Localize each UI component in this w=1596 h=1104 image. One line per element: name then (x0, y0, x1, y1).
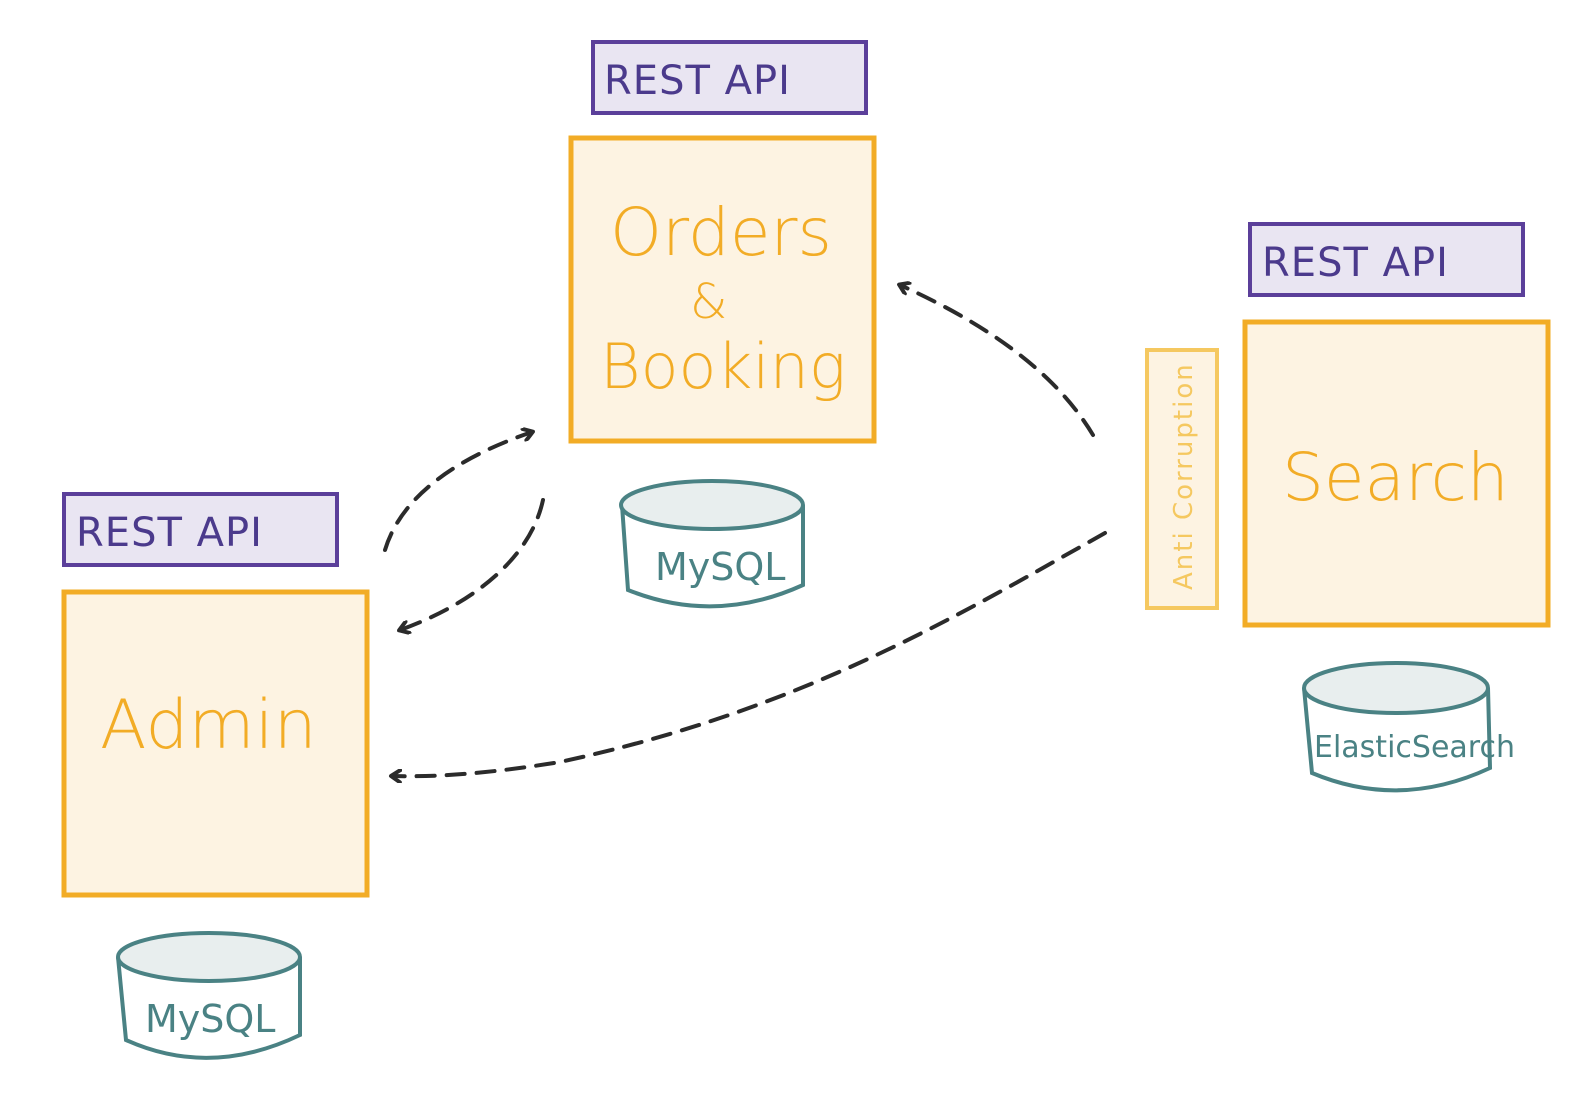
arrow-admin-to-orders (383, 432, 532, 552)
admin-mysql-label: MySQL (145, 997, 275, 1041)
orders-rest-api-box (591, 40, 868, 115)
arrows (383, 285, 1107, 776)
admin-box[interactable] (61, 589, 370, 898)
anti-corruption-layer[interactable] (1145, 348, 1219, 610)
search-box[interactable] (1242, 319, 1551, 628)
orders-label-line2: & (690, 274, 727, 330)
arrow-search-to-admin (392, 531, 1107, 776)
anti-corruption-label: Anti Corruption (1169, 362, 1199, 590)
orders-booking-box[interactable] (568, 135, 877, 444)
arrow-search-to-orders (900, 285, 1095, 437)
search-rest-api-label: REST API (1262, 240, 1449, 286)
orders-label-line1: Orders (610, 194, 832, 271)
orders-mysql-db: MySQL (619, 479, 805, 609)
admin-rest-api-label: REST API (76, 510, 263, 556)
search-elasticsearch-label: ElasticSearch (1314, 730, 1515, 765)
orders-rest-api-label: REST API (604, 58, 791, 104)
orders-service-group: REST API Orders & Booking MySQL (568, 40, 877, 609)
search-rest-api-box (1248, 222, 1525, 297)
admin-rest-api-box (62, 492, 339, 567)
admin-service-group: REST API Admin MySQL (61, 492, 370, 1060)
orders-mysql-label: MySQL (655, 545, 785, 589)
orders-label-line3: Booking (600, 330, 846, 403)
search-elasticsearch-db: ElasticSearch (1302, 661, 1515, 793)
admin-label: Admin (100, 686, 317, 765)
arrow-orders-to-admin (400, 498, 545, 630)
admin-mysql-db: MySQL (116, 931, 302, 1060)
search-label: Search (1282, 439, 1509, 516)
search-service-group: REST API Anti Corruption Search ElasticS… (1145, 222, 1551, 793)
